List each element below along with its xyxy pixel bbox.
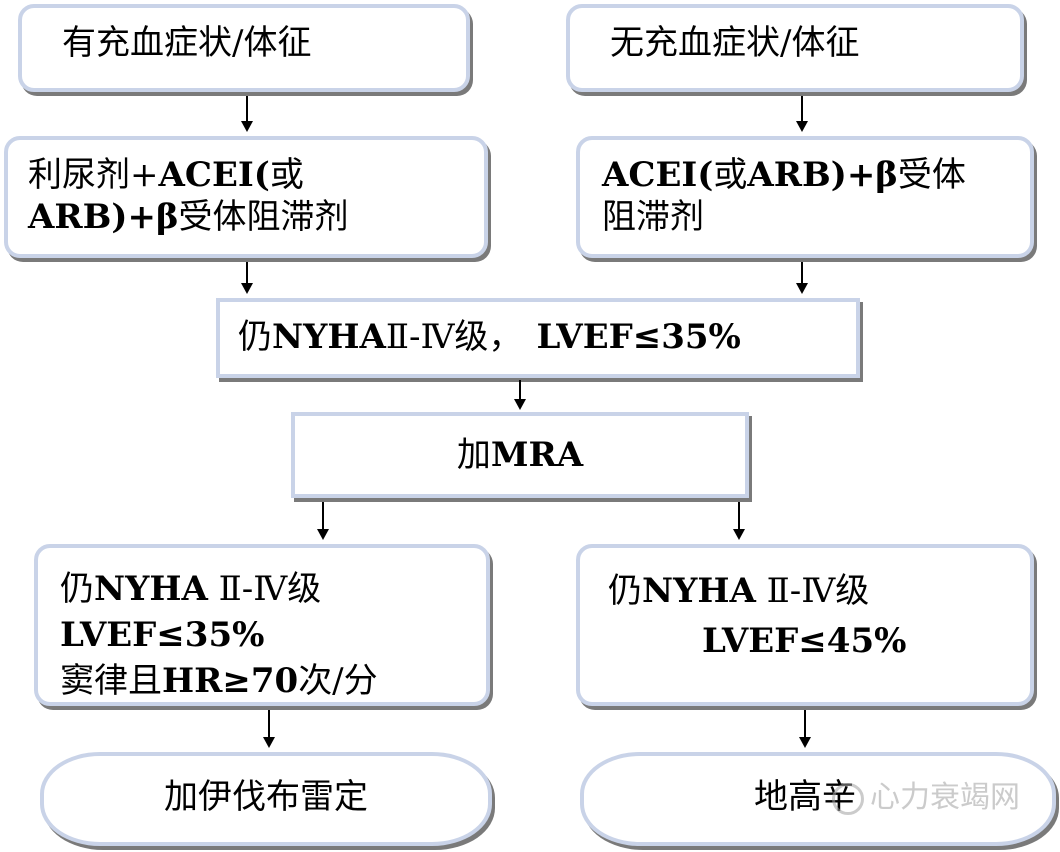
left-condition-nyha: NYHA bbox=[94, 569, 208, 609]
right-condition-line-1: 仍NYHA Ⅱ-Ⅳ级 bbox=[608, 566, 1030, 616]
node-still-nyha: 仍NYHAⅡ-Ⅳ级， LVEF≤35% bbox=[216, 298, 860, 378]
arrow-4-left bbox=[317, 502, 329, 540]
right-condition-prefix: 仍 bbox=[608, 571, 642, 611]
arrow-1-right bbox=[796, 96, 808, 132]
still-nyha-lvef: LVEF≤35% bbox=[536, 317, 741, 357]
right-condition-nyha: NYHA bbox=[642, 571, 756, 611]
left-condition-lvef: LVEF≤35% bbox=[60, 615, 265, 655]
treatment-left-line-2: ARB)+β受体阻滞剂 bbox=[28, 196, 484, 238]
treatment-right-line-2: 阻滞剂 bbox=[602, 197, 704, 237]
arrow-5-left bbox=[263, 710, 275, 748]
ivabradine-label: 加伊伐布雷定 bbox=[164, 777, 368, 817]
treatment-left-line-1: 利尿剂+ACEI(或 bbox=[28, 154, 484, 196]
left-condition-prefix: 仍 bbox=[60, 569, 94, 609]
treatment-left-arb: ARB)+β bbox=[28, 197, 179, 237]
left-condition-grade: Ⅱ-Ⅳ级 bbox=[207, 569, 322, 609]
right-condition-grade: Ⅱ-Ⅳ级 bbox=[755, 571, 870, 611]
node-treatment-right: ACEI(或ARB)+β受体 阻滞剂 bbox=[576, 136, 1034, 258]
add-mra-label: MRA bbox=[490, 435, 584, 475]
arrow-4-right bbox=[733, 502, 745, 540]
left-condition-line-1: 仍NYHA Ⅱ-Ⅳ级 bbox=[60, 566, 486, 612]
node-symptoms-yes: 有充血症状/体征 bbox=[18, 4, 470, 92]
node-treatment-left: 利尿剂+ACEI(或 ARB)+β受体阻滞剂 bbox=[4, 136, 488, 258]
node-add-mra: 加MRA bbox=[291, 412, 749, 498]
still-nyha-prefix: 仍 bbox=[238, 317, 272, 357]
node-symptoms-no: 无充血症状/体征 bbox=[566, 4, 1024, 92]
watermark-text: 心力衰竭网 bbox=[870, 780, 1020, 815]
treatment-right-acei: ACEI( bbox=[602, 155, 714, 195]
treatment-left-or: 或 bbox=[269, 155, 304, 195]
treatment-right-receptor: 受体 bbox=[897, 155, 966, 195]
right-condition-lvef: LVEF≤45% bbox=[702, 621, 907, 661]
arrow-2-right bbox=[796, 262, 808, 294]
treatment-left-blocker: 受体阻滞剂 bbox=[178, 197, 349, 237]
still-nyha-grade: Ⅱ-Ⅳ级， bbox=[385, 317, 523, 357]
node-ivabradine: 加伊伐布雷定 bbox=[40, 752, 492, 846]
watermark: 心力衰竭网 bbox=[832, 772, 1020, 816]
node-symptoms-no-text: 无充血症状/体征 bbox=[610, 23, 860, 63]
left-condition-sinus: 窦律且 bbox=[60, 661, 162, 701]
add-mra-prefix: 加 bbox=[456, 435, 491, 475]
treatment-right-arb: ARB)+β bbox=[747, 155, 898, 195]
node-left-condition: 仍NYHA Ⅱ-Ⅳ级 LVEF≤35% 窦律且HR≥70次/分 bbox=[34, 544, 490, 706]
left-condition-hr: HR≥70 bbox=[162, 661, 299, 701]
left-condition-unit: 次/分 bbox=[298, 661, 378, 701]
treatment-left-diuretic: 利尿剂+ bbox=[28, 155, 159, 195]
arrow-5-right bbox=[799, 710, 811, 748]
treatment-right-line-1: ACEI(或ARB)+β受体 bbox=[602, 154, 1030, 196]
left-condition-line-3: 窦律且HR≥70次/分 bbox=[60, 658, 486, 704]
still-nyha-class: NYHA bbox=[272, 317, 386, 357]
node-right-condition: 仍NYHA Ⅱ-Ⅳ级 LVEF≤45% bbox=[576, 544, 1034, 706]
arrow-3 bbox=[514, 380, 526, 410]
arrow-2-left bbox=[241, 262, 253, 294]
treatment-right-or: 或 bbox=[713, 155, 748, 195]
node-digoxin: 地高辛 bbox=[580, 752, 1056, 846]
arrow-1-left bbox=[241, 96, 253, 132]
watermark-logo-icon bbox=[832, 782, 864, 815]
still-nyha-line: 仍NYHAⅡ-Ⅳ级， LVEF≤35% bbox=[238, 316, 856, 358]
treatment-left-acei: ACEI( bbox=[158, 155, 270, 195]
node-symptoms-yes-text: 有充血症状/体征 bbox=[62, 23, 312, 63]
